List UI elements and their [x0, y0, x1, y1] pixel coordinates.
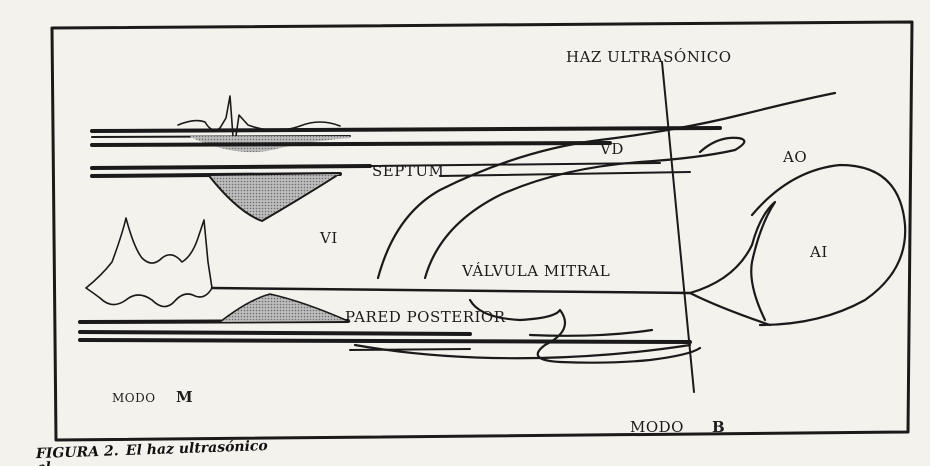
label-vd: VD — [599, 140, 624, 158]
label-pared-posterior: PARED POSTERIOR — [345, 308, 506, 326]
label-modo-m-letter: M — [176, 388, 193, 406]
label-ao: AO — [782, 148, 807, 166]
label-vi: VI — [319, 229, 338, 247]
label-ai: AI — [809, 243, 828, 261]
label-septum: SEPTUM — [372, 162, 444, 180]
label-valvula-mitral: VÁLVULA MITRAL — [461, 262, 610, 280]
label-modo-b-letter: B — [712, 418, 725, 436]
caption-trailing: al — [36, 460, 51, 466]
label-modo-b: MODO — [630, 418, 684, 436]
label-modo-m: MODO — [112, 391, 156, 405]
label-haz-ultrasonico: HAZ ULTRASÓNICO — [566, 48, 732, 66]
